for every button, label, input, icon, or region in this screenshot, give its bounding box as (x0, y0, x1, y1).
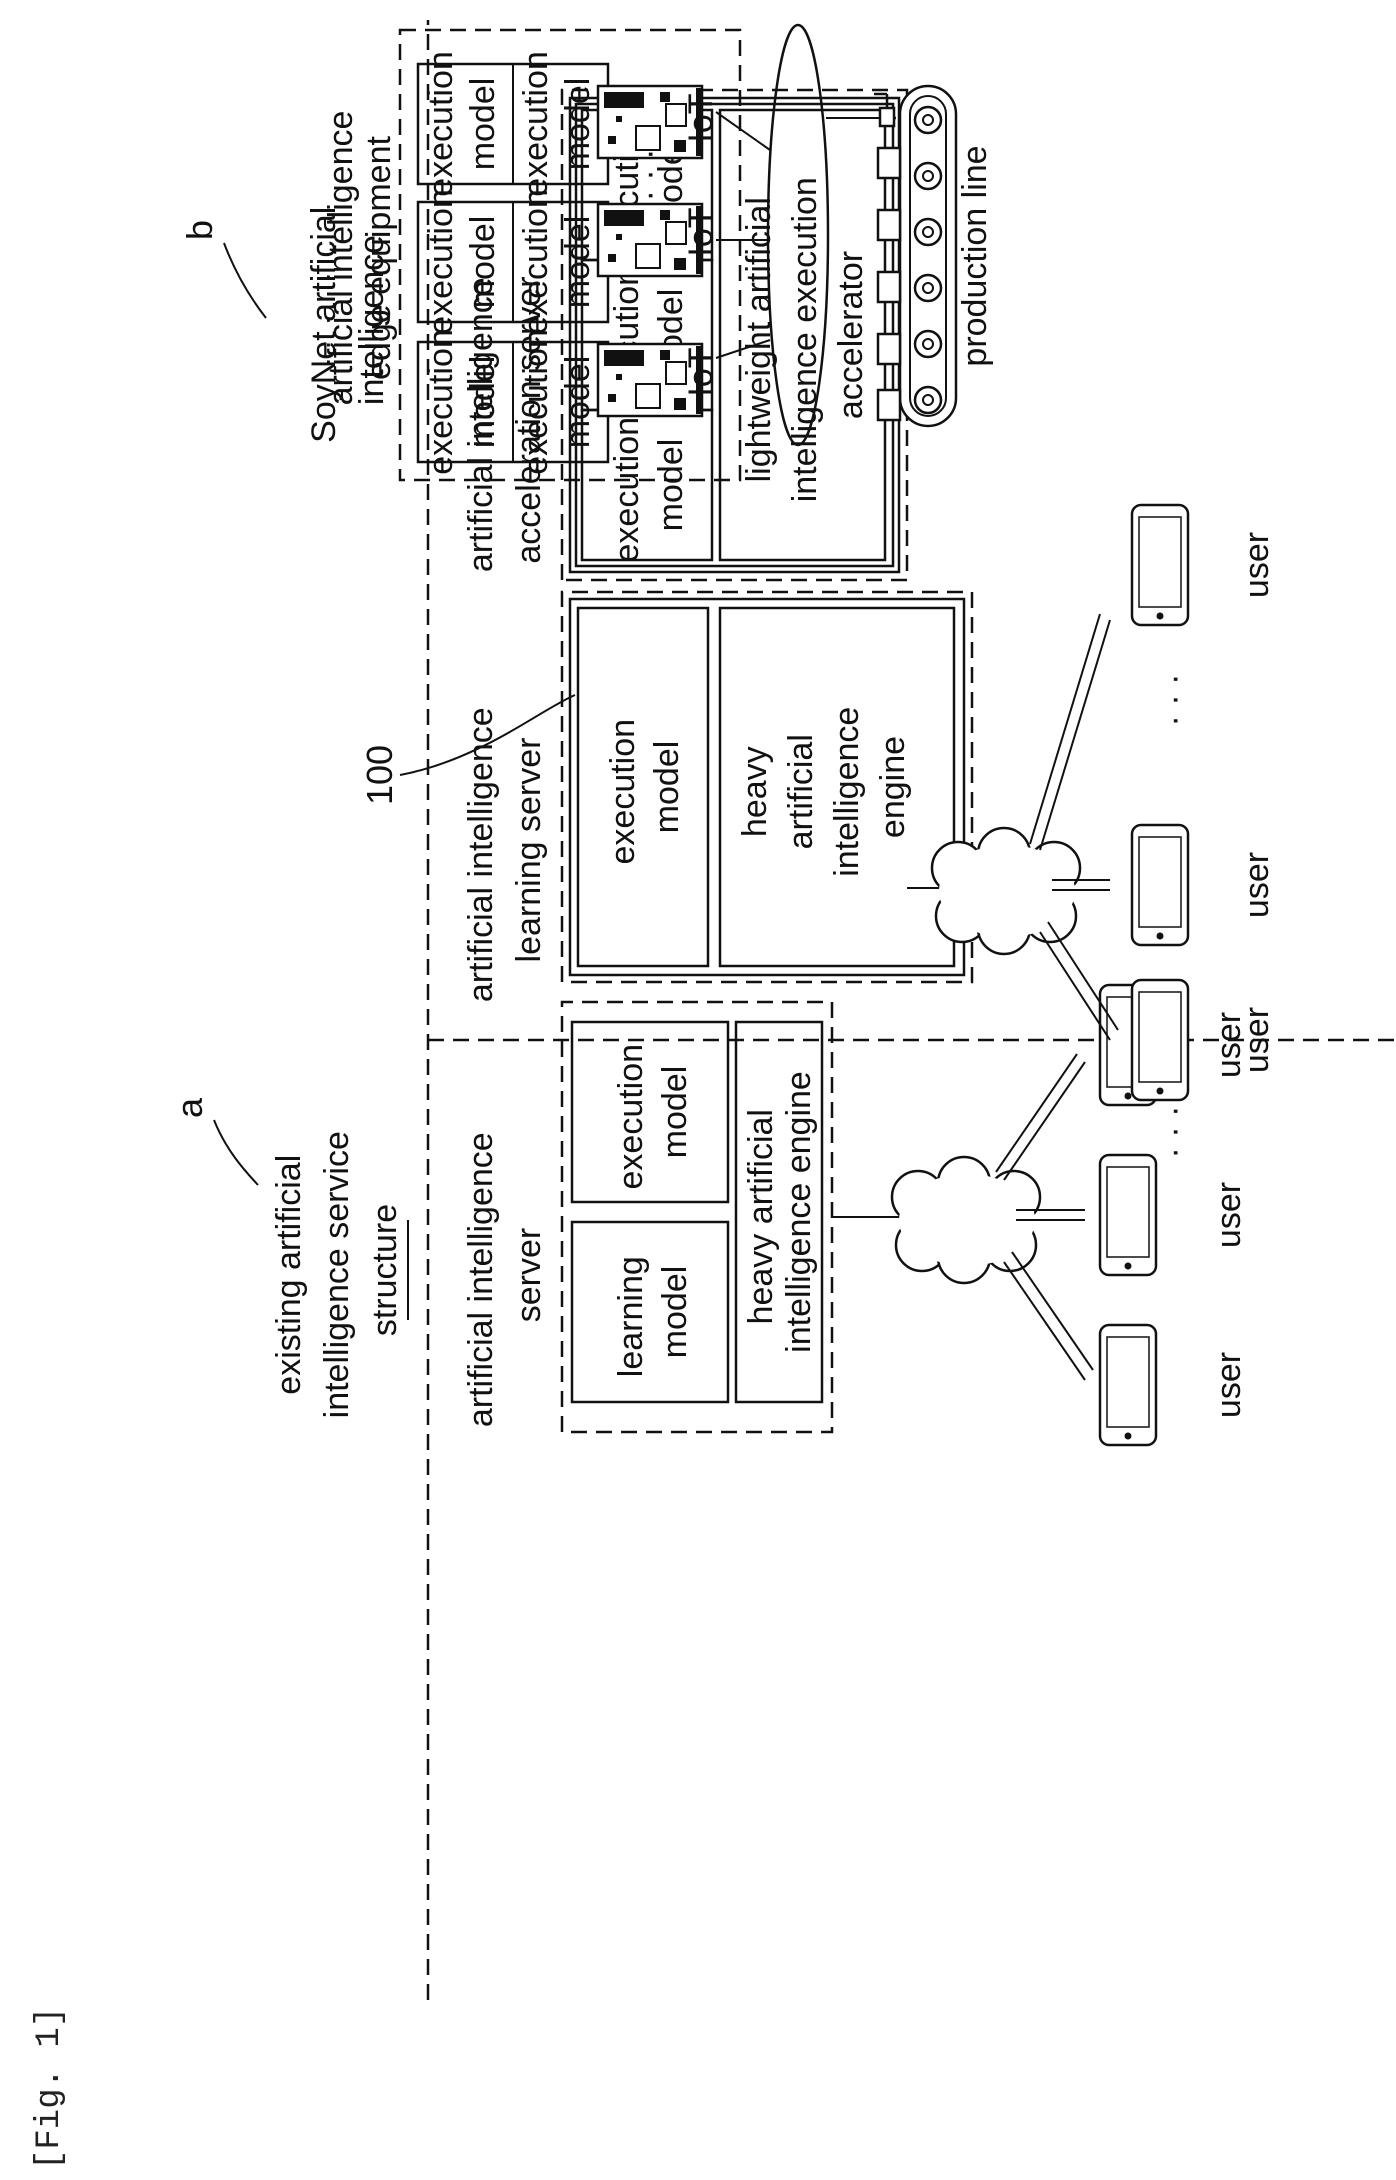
edge-model-2b-line-2: model (559, 216, 597, 309)
iot-link-3 (716, 112, 770, 150)
production-line-label: production line (956, 145, 994, 366)
edge-model-2a-line-1: execution (422, 189, 460, 335)
iot-label-3: IoT (682, 93, 720, 142)
edge-model-1b-line-2: model (559, 356, 597, 449)
edge-model-3b-line-1: execution (517, 51, 555, 197)
edge-model-3a-line-1: execution (422, 51, 460, 197)
edge-model-2b-line-1: execution (517, 189, 555, 335)
iot-label-1: IoT (682, 347, 720, 396)
network-ellipse (768, 25, 828, 445)
edge-model-2a-line-2: model (464, 216, 502, 309)
edge-model-3a-line-2: model (464, 78, 502, 171)
edge-model-3b-line-2: model (559, 78, 597, 171)
edge-label-line-1-screen: artificial intelligence (322, 111, 360, 406)
edge-model-1b-line-1: execution (517, 329, 555, 475)
iot-link-1 (716, 340, 770, 358)
edge-model-1a-line-2: model (464, 356, 502, 449)
edge-model-1a-line-1: execution (422, 329, 460, 475)
iot-label-2: IoT (682, 207, 720, 256)
edge-label-line-2-screen: edge equipment (360, 136, 398, 380)
iot-ellipsis: · · · (630, 149, 668, 202)
edge-model-texts: execution model execution model executio… (422, 51, 597, 475)
production-line-icon (874, 86, 956, 426)
